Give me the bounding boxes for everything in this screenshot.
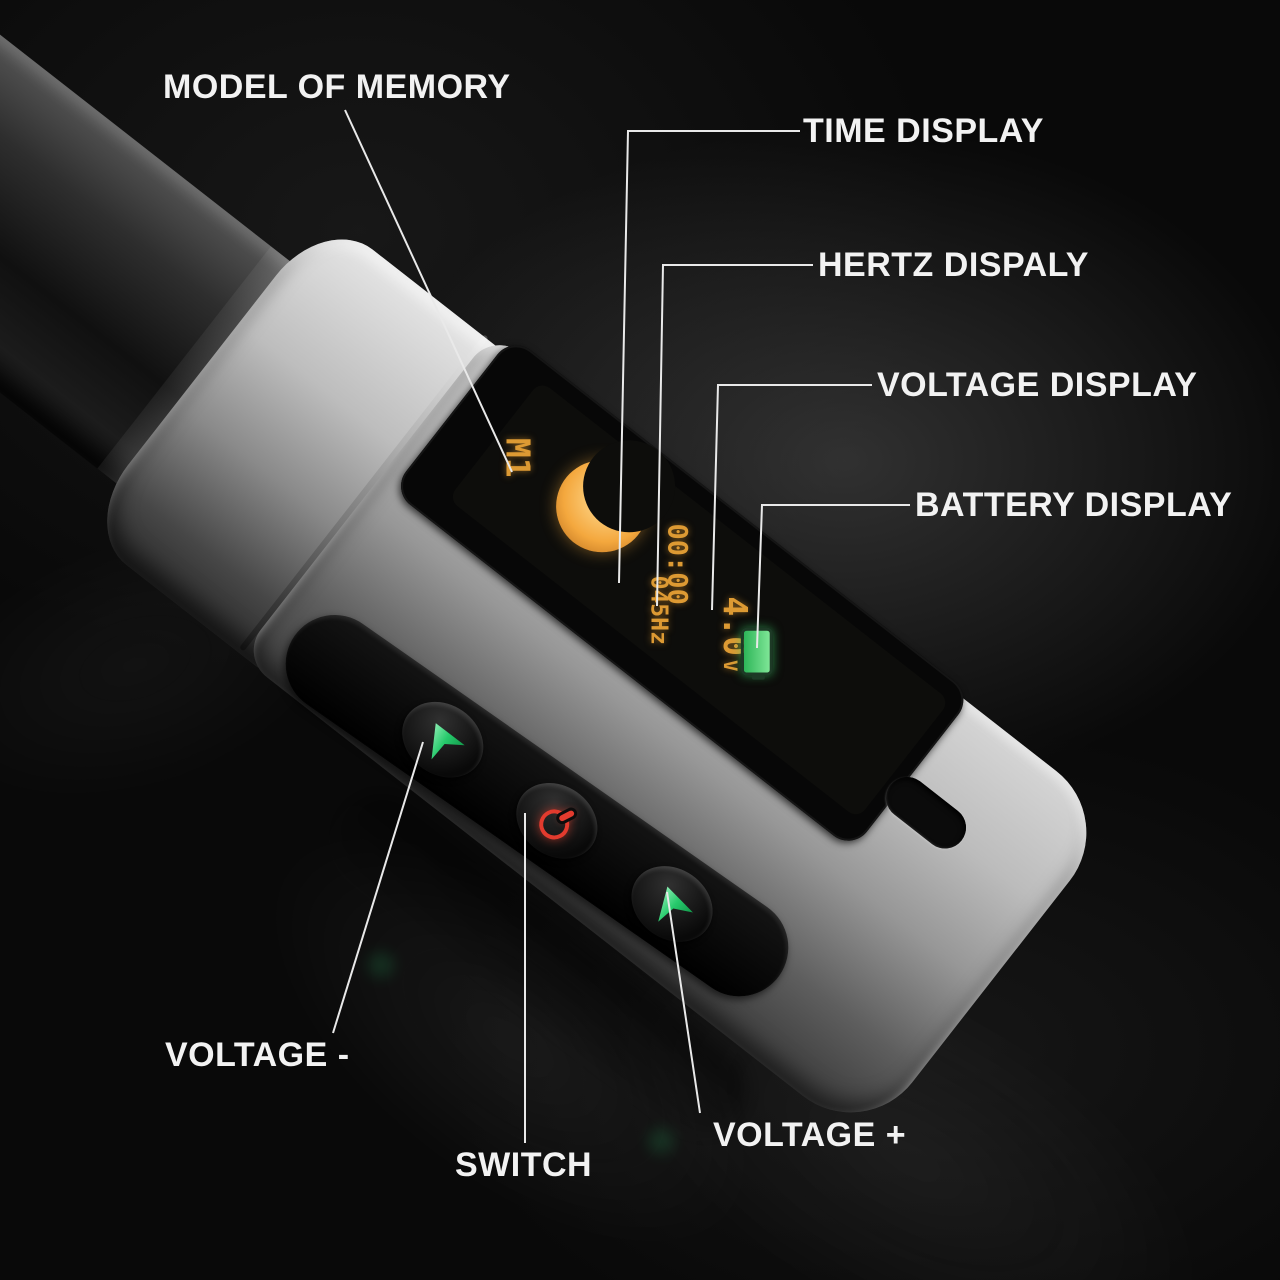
crescent-moon-icon xyxy=(556,440,676,553)
callout-label-time-display: TIME DISPLAY xyxy=(803,112,1044,150)
arrow-icon xyxy=(650,882,694,926)
callout-label-voltage-display: VOLTAGE DISPLAY xyxy=(877,366,1198,404)
memory-mode-value: M1 xyxy=(498,437,538,478)
callout-label-switch: SWITCH xyxy=(455,1146,593,1184)
callout-label-model-of-memory: MODEL OF MEMORY xyxy=(163,68,511,106)
voltage-unit: V xyxy=(718,659,741,672)
callout-label-battery-display: BATTERY DISPLAY xyxy=(915,486,1233,524)
power-icon xyxy=(534,798,580,845)
hertz-value: 045Hz xyxy=(645,575,672,645)
callout-label-voltage-minus: VOLTAGE - xyxy=(165,1036,350,1074)
arrow-reflection xyxy=(648,1128,674,1154)
callout-label-voltage-plus: VOLTAGE + xyxy=(713,1116,907,1154)
arrow-reflection xyxy=(368,952,394,978)
arrow-icon xyxy=(419,716,466,763)
callout-label-hertz-display: HERTZ DISPALY xyxy=(818,246,1089,284)
battery-icon xyxy=(740,627,773,680)
